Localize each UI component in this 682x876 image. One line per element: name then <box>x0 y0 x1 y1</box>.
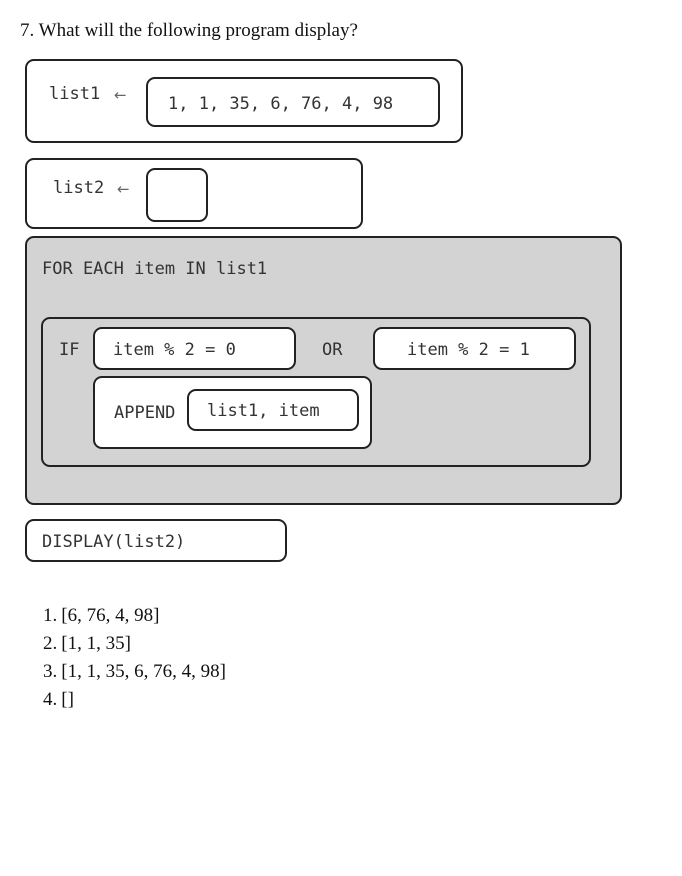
answer-option[interactable]: 4.[] <box>43 686 226 714</box>
or-keyword: OR <box>322 340 343 360</box>
assign-arrow-icon: ← <box>114 86 127 104</box>
answer-option[interactable]: 2.[1, 1, 35] <box>43 630 226 658</box>
answer-text: [1, 1, 35] <box>61 633 131 654</box>
list1-value-box: 1, 1, 35, 6, 76, 4, 98 <box>146 77 440 127</box>
display-block: DISPLAY(list2) <box>25 519 287 562</box>
answer-option[interactable]: 1.[6, 76, 4, 98] <box>43 602 226 630</box>
answer-option[interactable]: 3.[1, 1, 35, 6, 76, 4, 98] <box>43 658 226 686</box>
condition-right-box: item % 2 = 1 <box>373 327 576 370</box>
answer-number: 2. <box>43 633 58 654</box>
answer-number: 4. <box>43 689 58 710</box>
answer-number: 1. <box>43 605 58 626</box>
answer-text: [] <box>61 689 74 710</box>
list1-assignment-block: list1 ← 1, 1, 35, 6, 76, 4, 98 <box>25 59 463 143</box>
append-args: list1, item <box>207 401 320 421</box>
append-args-box: list1, item <box>187 389 359 431</box>
condition-right: item % 2 = 1 <box>407 340 530 360</box>
question-text: What will the following program display? <box>38 20 358 41</box>
condition-left-box: item % 2 = 0 <box>93 327 296 370</box>
list1-value: 1, 1, 35, 6, 76, 4, 98 <box>168 94 394 114</box>
for-each-loop-block: FOR EACH item IN list1 IF item % 2 = 0 O… <box>25 236 622 505</box>
if-keyword: IF <box>59 340 80 360</box>
list2-assignment-block: list2 ← <box>25 158 363 229</box>
append-keyword: APPEND <box>114 403 176 423</box>
question-number: 7. <box>20 20 35 41</box>
assign-arrow-icon: ← <box>117 180 130 198</box>
display-statement: DISPLAY(list2) <box>42 532 186 552</box>
append-block: APPEND list1, item <box>93 376 372 449</box>
answer-text: [1, 1, 35, 6, 76, 4, 98] <box>61 661 226 682</box>
answer-text: [6, 76, 4, 98] <box>61 605 160 626</box>
list2-variable: list2 <box>53 178 105 198</box>
answer-choices: 1.[6, 76, 4, 98] 2.[1, 1, 35] 3.[1, 1, 3… <box>43 602 226 714</box>
answer-number: 3. <box>43 661 58 682</box>
for-each-header: FOR EACH item IN list1 <box>42 259 268 279</box>
if-block: IF item % 2 = 0 OR item % 2 = 1 APPEND l… <box>41 317 591 467</box>
condition-left: item % 2 = 0 <box>113 340 236 360</box>
question-heading: 7. What will the following program displ… <box>20 20 358 42</box>
list2-empty-value-box <box>146 168 208 222</box>
list1-variable: list1 <box>49 84 101 104</box>
